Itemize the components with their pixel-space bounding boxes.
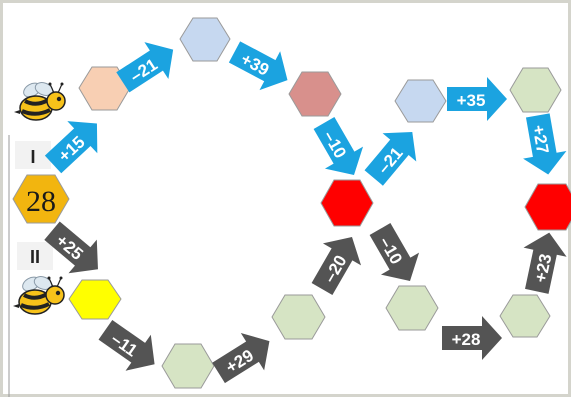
start-number: 28 bbox=[26, 185, 56, 218]
player-one-tag: I bbox=[15, 141, 51, 169]
player-two-tag: II bbox=[17, 242, 53, 270]
arrow-label: +35 bbox=[457, 91, 486, 110]
player-two-label: II bbox=[30, 247, 40, 267]
player-one-label: I bbox=[30, 147, 35, 167]
arrow-label: +28 bbox=[452, 330, 481, 349]
